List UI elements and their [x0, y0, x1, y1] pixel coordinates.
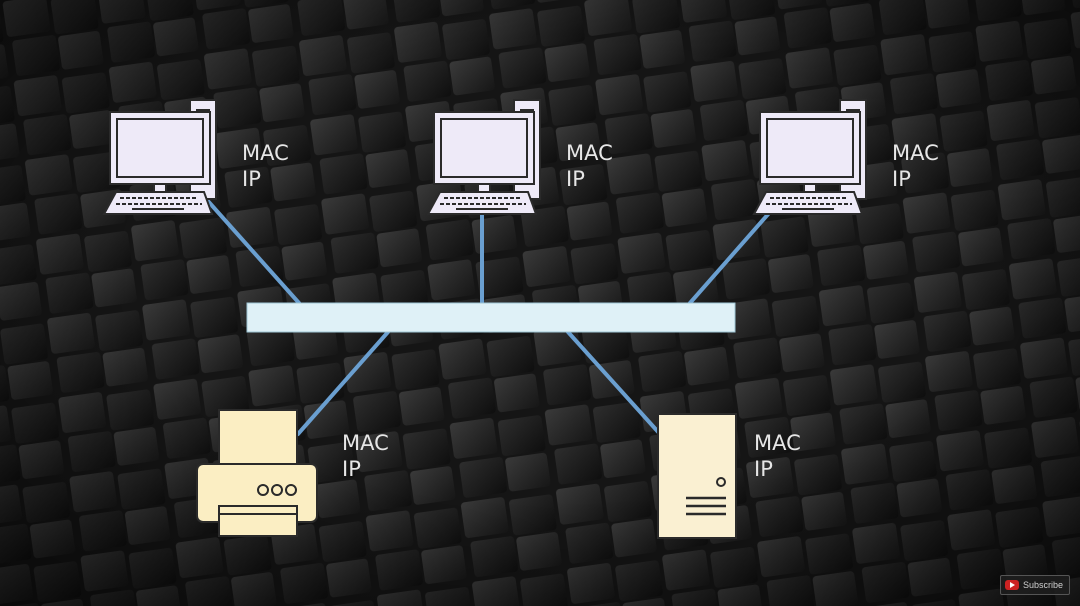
server-icon — [657, 413, 737, 539]
computer-icon — [103, 99, 217, 215]
link-printer — [296, 330, 390, 436]
youtube-icon — [1005, 580, 1019, 590]
pc-1-address-labels: MAC IP — [242, 140, 289, 192]
mac-label: MAC — [242, 141, 289, 165]
mac-label: MAC — [754, 431, 801, 455]
link-pc-3 — [688, 210, 772, 305]
printer-icon — [196, 409, 318, 537]
pc-3-address-labels: MAC IP — [892, 140, 939, 192]
link-server — [566, 330, 662, 436]
mac-label: MAC — [342, 431, 389, 455]
ip-label: IP — [342, 457, 361, 481]
mac-label: MAC — [566, 141, 613, 165]
server-address-labels: MAC IP — [754, 430, 801, 482]
subscribe-button[interactable]: Subscribe — [1000, 575, 1070, 595]
ip-label: IP — [892, 167, 911, 191]
mac-label: MAC — [892, 141, 939, 165]
switch-bar — [246, 302, 736, 333]
ip-label: IP — [242, 167, 261, 191]
computer-icon — [753, 99, 867, 215]
subscribe-label: Subscribe — [1023, 580, 1064, 590]
link-pc-1 — [205, 198, 301, 305]
pc-2-address-labels: MAC IP — [566, 140, 613, 192]
links — [205, 198, 772, 436]
ip-label: IP — [754, 457, 773, 481]
ip-label: IP — [566, 167, 585, 191]
computer-icon — [427, 99, 541, 215]
printer-address-labels: MAC IP — [342, 430, 389, 482]
